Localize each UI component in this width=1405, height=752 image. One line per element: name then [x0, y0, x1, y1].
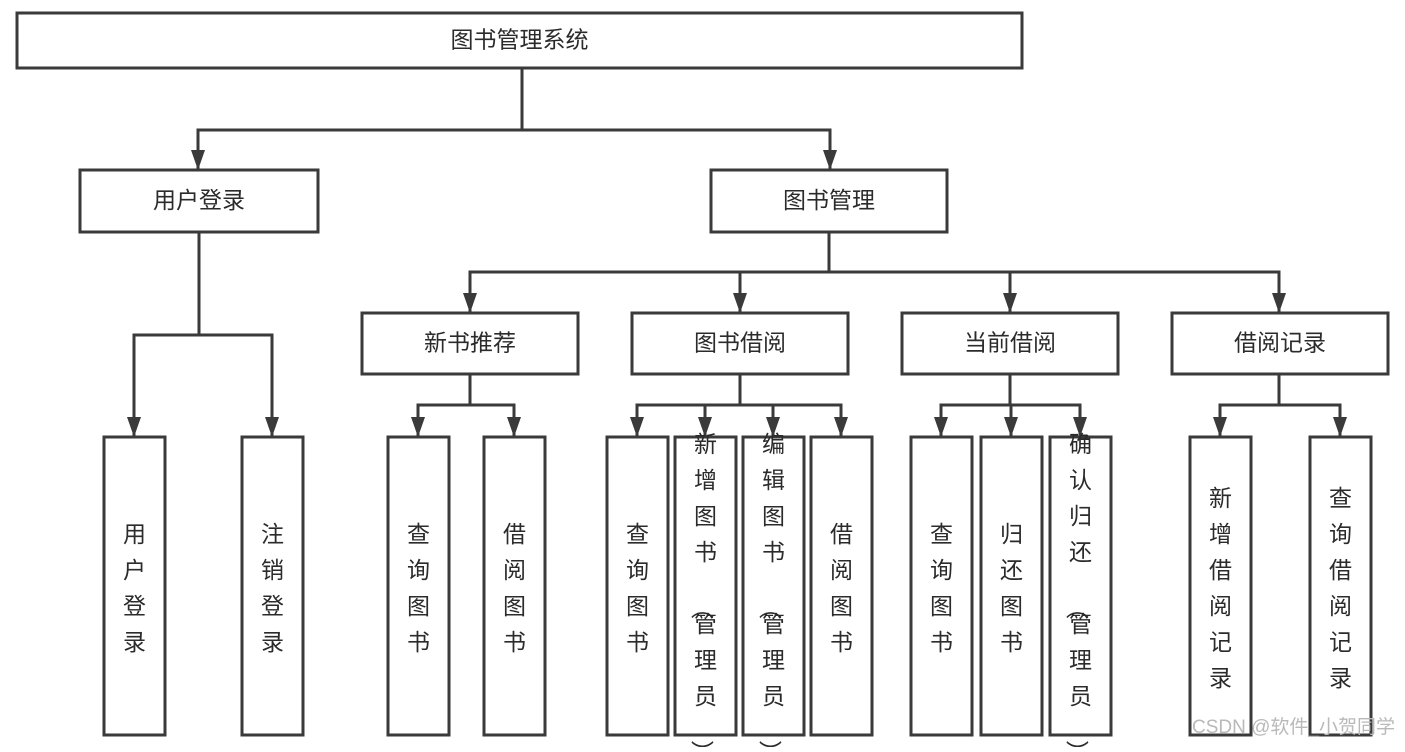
- node-box-book-manage[interactable]: [709, 168, 949, 234]
- arrow-head-icon: [411, 417, 425, 437]
- node-box-leaf-add-record[interactable]: [1188, 435, 1253, 737]
- node-box-current-borrow[interactable]: [900, 311, 1120, 376]
- arrow-head-icon: [733, 293, 747, 313]
- connector-bookborrow-to-leaves: [630, 372, 848, 438]
- arrow-head-icon: [1213, 417, 1227, 437]
- node-label-leaf-borrow-book: 借阅图书: [830, 521, 853, 655]
- node-leaf-query-book-rec[interactable]: 查询图书: [386, 435, 451, 737]
- node-box-leaf-return-book[interactable]: [979, 435, 1044, 737]
- connector-root-to-level2: [191, 66, 837, 171]
- arrow-head-icon: [1073, 417, 1087, 437]
- node-label-leaf-confirm-return: 确认归还（管理员）: [1064, 431, 1092, 747]
- node-label-leaf-logout: 注销登录: [261, 521, 284, 655]
- node-leaf-return-book[interactable]: 归还图书: [979, 435, 1044, 737]
- node-label-leaf-add-record: 新增借阅记录: [1209, 485, 1232, 691]
- node-box-leaf-logout[interactable]: [240, 435, 305, 737]
- node-leaf-query-book-cur[interactable]: 查询图书: [909, 435, 974, 737]
- node-root[interactable]: 图书管理系统: [15, 11, 1024, 70]
- node-label-borrow-record: 借阅记录: [1234, 330, 1326, 356]
- node-new-book-recommend[interactable]: 新书推荐: [360, 311, 580, 376]
- node-label-leaf-borrow-book-rec: 借阅图书: [503, 521, 526, 655]
- arrow-head-icon: [934, 417, 948, 437]
- node-box-root[interactable]: [15, 11, 1024, 70]
- node-label-leaf-query-book-cur: 查询图书: [930, 521, 953, 655]
- node-leaf-query-book-borrow[interactable]: 查询图书: [605, 435, 670, 737]
- node-box-leaf-query-record[interactable]: [1308, 435, 1373, 737]
- node-leaf-query-record[interactable]: 查询借阅记录: [1308, 435, 1373, 737]
- node-box-leaf-borrow-book-rec[interactable]: [482, 435, 547, 737]
- node-box-leaf-confirm-return[interactable]: [1048, 435, 1113, 737]
- node-label-new-book-recommend: 新书推荐: [424, 330, 516, 356]
- node-book-manage[interactable]: 图书管理: [709, 168, 949, 234]
- node-borrow-record[interactable]: 借阅记录: [1170, 311, 1390, 376]
- connector-userlogin-to-leaves: [127, 230, 279, 438]
- connector-currentborrow-to-leaves: [934, 372, 1087, 438]
- arrow-head-icon: [698, 417, 712, 437]
- node-label-leaf-query-book-borrow: 查询图书: [626, 521, 649, 655]
- arrow-head-icon: [1003, 293, 1017, 313]
- node-label-root: 图书管理系统: [451, 27, 589, 53]
- arrow-head-icon: [1333, 417, 1347, 437]
- node-box-leaf-query-book-borrow[interactable]: [605, 435, 670, 737]
- connector-borrowrecord-to-leaves: [1213, 372, 1347, 438]
- arrow-head-icon: [1272, 293, 1286, 313]
- arrow-head-icon: [265, 417, 279, 437]
- node-user-login[interactable]: 用户登录: [78, 168, 320, 234]
- node-box-leaf-user-login[interactable]: [102, 435, 167, 737]
- arrow-head-icon: [507, 417, 521, 437]
- node-box-borrow-record[interactable]: [1170, 311, 1390, 376]
- node-leaf-borrow-book[interactable]: 借阅图书: [809, 435, 874, 737]
- node-leaf-confirm-return[interactable]: 确认归还（管理员）: [1048, 431, 1113, 752]
- arrow-head-icon: [127, 417, 141, 437]
- node-label-book-manage: 图书管理: [783, 187, 875, 213]
- node-label-leaf-add-book: 新增图书（管理员）: [689, 431, 717, 747]
- arrow-head-icon: [823, 150, 837, 170]
- node-book-borrow[interactable]: 图书借阅: [630, 311, 850, 376]
- node-box-leaf-query-book-rec[interactable]: [386, 435, 451, 737]
- connector-bookmanage-to-level3: [463, 230, 1286, 314]
- arrow-head-icon: [766, 417, 780, 437]
- nodes-layer: 图书管理系统用户登录图书管理新书推荐图书借阅当前借阅借阅记录用户登录注销登录查询…: [15, 11, 1390, 752]
- node-label-leaf-edit-book: 编辑图书（管理员）: [757, 431, 785, 747]
- csdn-watermark: CSDN @软件_小贺同学: [1192, 716, 1395, 738]
- node-leaf-logout[interactable]: 注销登录: [240, 435, 305, 737]
- node-leaf-add-record[interactable]: 新增借阅记录: [1188, 435, 1253, 737]
- node-box-user-login[interactable]: [78, 168, 320, 234]
- node-leaf-borrow-book-rec[interactable]: 借阅图书: [482, 435, 547, 737]
- arrow-head-icon: [1004, 417, 1018, 437]
- node-box-new-book-recommend[interactable]: [360, 311, 580, 376]
- node-leaf-add-book[interactable]: 新增图书（管理员）: [673, 431, 738, 752]
- arrow-head-icon: [191, 150, 205, 170]
- arrow-head-icon: [834, 417, 848, 437]
- arrow-head-icon: [463, 293, 477, 313]
- arrow-head-icon: [630, 417, 644, 437]
- node-leaf-edit-book[interactable]: 编辑图书（管理员）: [741, 431, 806, 752]
- node-box-book-borrow[interactable]: [630, 311, 850, 376]
- node-label-leaf-query-record: 查询借阅记录: [1329, 485, 1352, 691]
- node-box-leaf-query-book-cur[interactable]: [909, 435, 974, 737]
- node-label-user-login: 用户登录: [153, 187, 245, 213]
- node-label-book-borrow: 图书借阅: [694, 330, 786, 356]
- node-label-leaf-query-book-rec: 查询图书: [407, 521, 430, 655]
- node-current-borrow[interactable]: 当前借阅: [900, 311, 1120, 376]
- connector-newbook-to-leaves: [411, 372, 521, 438]
- node-leaf-user-login[interactable]: 用户登录: [102, 435, 167, 737]
- node-box-leaf-add-book[interactable]: [673, 435, 738, 737]
- node-label-leaf-user-login: 用户登录: [123, 521, 146, 655]
- connectors-layer: [127, 66, 1347, 438]
- node-box-leaf-borrow-book[interactable]: [809, 435, 874, 737]
- node-label-current-borrow: 当前借阅: [964, 330, 1056, 356]
- node-box-leaf-edit-book[interactable]: [741, 435, 806, 737]
- node-label-leaf-return-book: 归还图书: [1000, 521, 1023, 655]
